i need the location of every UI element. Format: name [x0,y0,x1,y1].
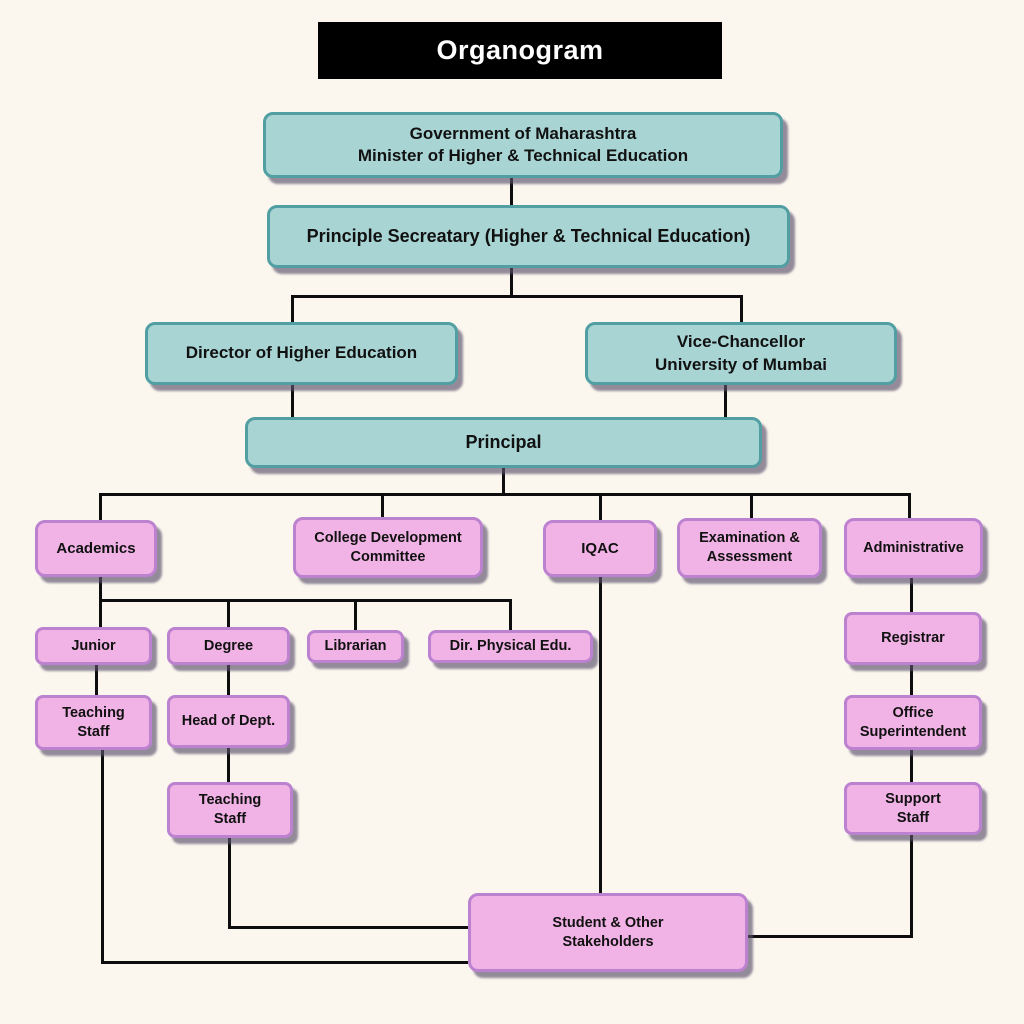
connector-director-principal [291,385,294,418]
connector-drop-dir-physical-edu [509,599,512,631]
connector-support-staff-down [910,835,913,938]
node-principal: Principal [245,417,762,468]
node-degree-label: Degree [203,637,254,654]
node-dir-physical-edu: Dir. Physical Edu. [428,630,593,663]
connector-principal-down [502,468,505,495]
node-vice-chancellor-label: Vice-Chancellor University of Mumbai [655,332,827,374]
node-academics: Academics [35,520,157,577]
node-stakeholders-label: Student & Other Stakeholders [552,914,664,950]
connector-teaching-staff-degree-down [228,838,231,929]
node-examination-assessment: Examination & Assessment [677,518,822,578]
node-principal-label: Principal [465,431,542,452]
connector-office-superintendent-support-staff [910,750,913,783]
connector-drop-administrative [908,493,911,519]
connector-academics-sub-horizontal [99,599,512,602]
node-degree: Degree [167,627,290,665]
connector-drop-academics [99,493,102,521]
connector-teaching-staff-junior-stakeholders [101,961,468,964]
node-government-label: Government of Maharashtra Minister of Hi… [357,123,689,165]
connector-administrative-registrar [910,578,913,613]
connector-government-secretary [510,178,513,206]
page-title-label: Organogram [436,35,604,65]
node-librarian: Librarian [307,630,404,663]
node-support-staff-label: Support Staff [885,790,941,826]
connector-drop-degree [227,599,230,628]
node-junior-label: Junior [71,637,116,654]
node-director-higher-education: Director of Higher Education [145,322,458,385]
node-junior: Junior [35,627,152,665]
node-registrar: Registrar [844,612,982,665]
node-principle-secretary-label: Principle Secreatary (Higher & Technical… [306,225,751,246]
node-teaching-staff-junior: Teaching Staff [35,695,152,750]
connector-drop-cdc [381,493,384,518]
node-administrative: Administrative [844,518,983,578]
connector-drop-examination [750,493,753,519]
node-dir-physical-edu-label: Dir. Physical Edu. [449,638,572,655]
node-stakeholders: Student & Other Stakeholders [468,893,748,972]
connector-teaching-staff-degree-stakeholders [228,926,468,929]
node-examination-label: Examination & Assessment [699,530,800,565]
node-iqac: IQAC [543,520,657,577]
connector-drop-iqac [599,493,602,521]
connector-row3-horizontal [99,493,911,496]
node-office-superintendent-label: Office Superintendent [859,704,967,740]
node-administrative-label: Administrative [863,539,964,556]
connector-iqac-stakeholders [599,577,602,895]
page-title: Organogram [318,22,722,79]
node-head-of-dept-label: Head of Dept. [181,713,276,730]
connector-teaching-staff-junior-down [101,750,104,964]
connector-junior-teaching-staff [95,665,98,696]
connector-registrar-office-superintendent [910,665,913,696]
node-registrar-label: Registrar [881,630,945,647]
connector-drop-director [291,295,294,323]
node-principle-secretary: Principle Secreatary (Higher & Technical… [267,205,790,268]
connector-support-staff-stakeholders [748,935,913,938]
connector-academics-junior [99,577,102,628]
node-teaching-staff-degree-label: Teaching Staff [198,792,262,827]
connector-row2-horizontal [291,295,743,298]
node-office-superintendent: Office Superintendent [844,695,982,750]
node-teaching-staff-junior-label: Teaching Staff [62,704,125,740]
connector-secretary-down [510,268,513,298]
node-vice-chancellor: Vice-Chancellor University of Mumbai [585,322,897,385]
connector-head-of-dept-teaching-staff [227,748,230,783]
connector-degree-head-of-dept [227,665,230,696]
node-iqac-label: IQAC [581,539,619,557]
node-cdc-label: College Development Committee [314,529,462,565]
node-teaching-staff-degree: Teaching Staff [167,782,293,838]
connector-vice-chancellor-principal [724,385,727,418]
node-academics-label: Academics [56,539,136,557]
node-head-of-dept: Head of Dept. [167,695,290,748]
connector-drop-vice-chancellor [740,295,743,323]
node-director-label: Director of Higher Education [185,343,418,363]
node-government: Government of Maharashtra Minister of Hi… [263,112,783,178]
connector-drop-librarian [354,599,357,631]
node-librarian-label: Librarian [324,638,387,655]
node-college-development-committee: College Development Committee [293,517,483,578]
node-support-staff: Support Staff [844,782,982,835]
